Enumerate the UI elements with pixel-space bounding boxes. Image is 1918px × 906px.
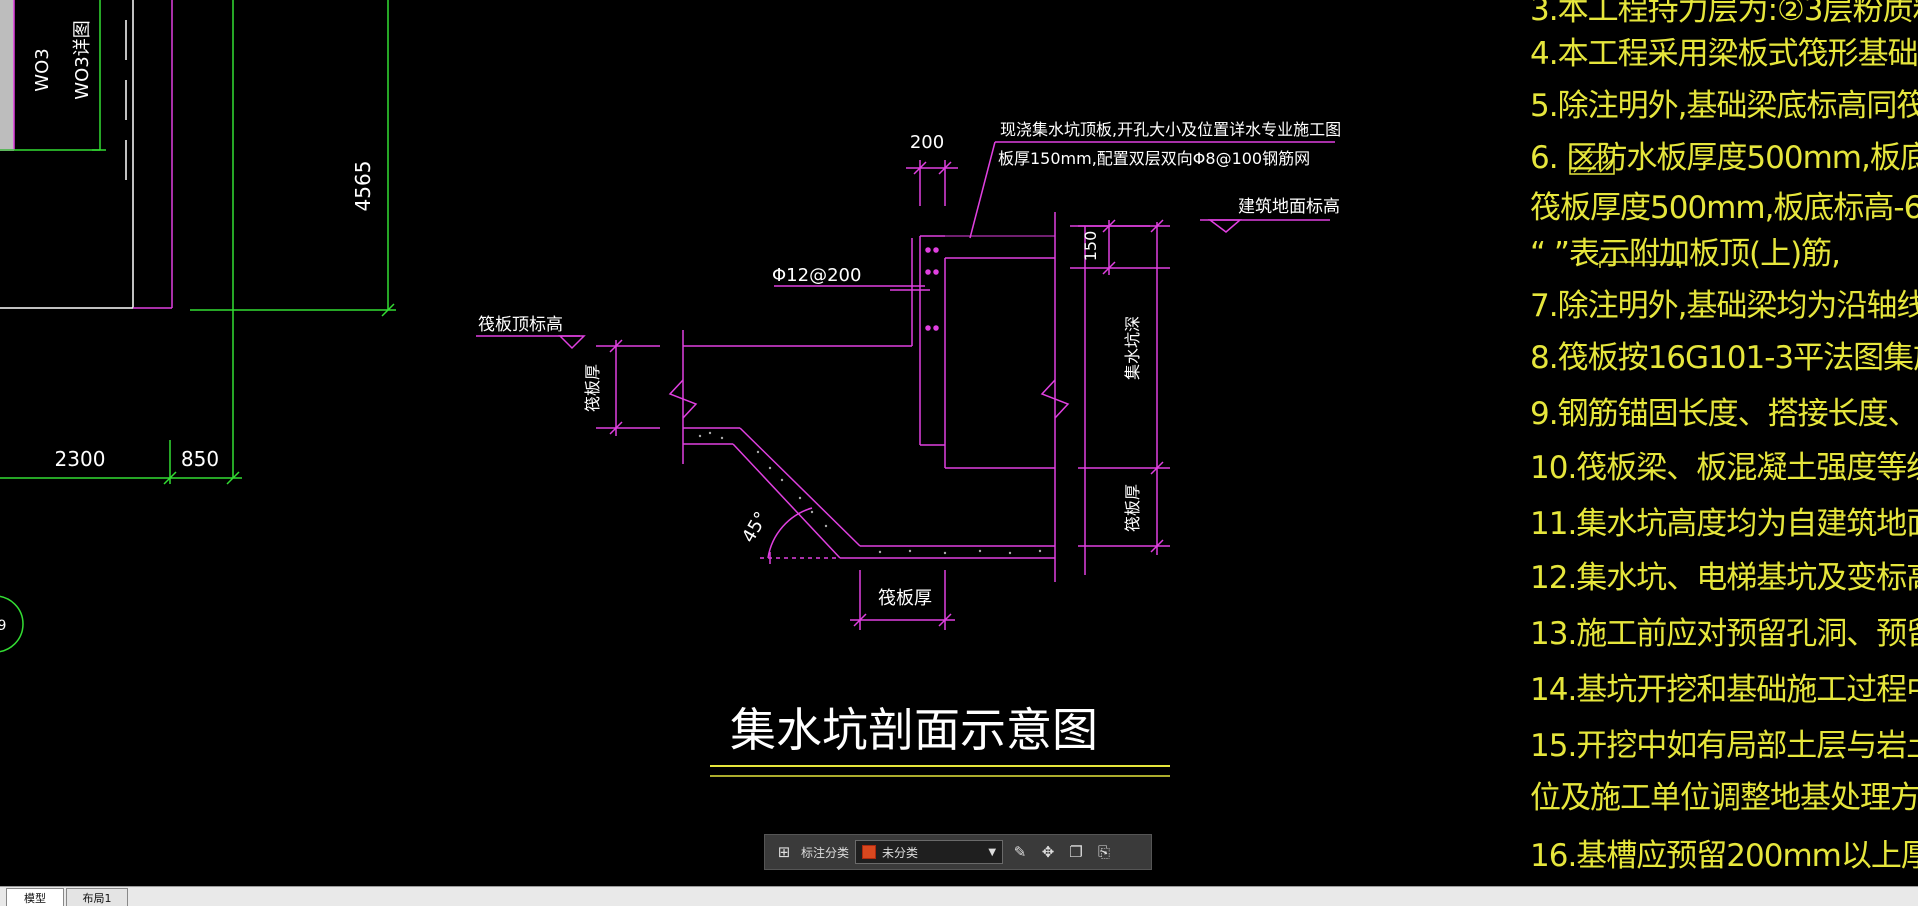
dim-2300: 2300 bbox=[55, 447, 106, 471]
note-4: 4.本工程采用梁板式筏形基础。 bbox=[1530, 36, 1918, 72]
ground-elevation-label: 建筑地面标高 bbox=[1238, 197, 1340, 217]
dim-850: 850 bbox=[181, 447, 219, 471]
concrete-hatch bbox=[698, 431, 1042, 555]
note-16: 16.基槽应预留200mm以上厚度距设计 bbox=[1530, 838, 1918, 874]
raft-thickness-left: 筏板厚 bbox=[583, 364, 602, 412]
note-6b: 筏板厚度500mm,板底标高-6.700 bbox=[1530, 190, 1918, 226]
category-value: 未分类 bbox=[882, 845, 919, 860]
drawing-title: 集水坑剖面示意图 bbox=[730, 703, 1098, 757]
raft-top-elevation-label: 筏板顶标高 bbox=[478, 315, 563, 335]
annotation-toolbar: ⊞ 标注分类 未分类 ▼ ✎ ✥ ❐ ⎘ bbox=[764, 834, 1152, 870]
tab-model[interactable]: 模型 bbox=[6, 888, 64, 906]
note-symbols bbox=[1569, 151, 1681, 268]
note-9: 9.钢筋锚固长度、搭接长度、保护层厚度 bbox=[1530, 396, 1918, 432]
note-6: 6. 区防水板厚度500mm,板底标 bbox=[1530, 140, 1918, 176]
section-note-line2: 板厚150mm,配置双层双向Φ8@100钢筋网 bbox=[998, 149, 1310, 168]
tab-layout1[interactable]: 布局1 bbox=[66, 888, 128, 906]
copy-icon[interactable]: ❐ bbox=[1069, 843, 1083, 861]
dim-200: 200 bbox=[910, 132, 944, 153]
label-wo3-detail: WO3详图 bbox=[72, 20, 93, 99]
move-icon[interactable]: ✥ bbox=[1041, 843, 1055, 861]
angle-label: 45° bbox=[738, 508, 772, 546]
edit-icon[interactable]: ✎ bbox=[1013, 843, 1027, 861]
note-7: 7.除注明外,基础梁均为沿轴线居中或沿柱 bbox=[1530, 288, 1918, 324]
note-8: 8.筏板按16G101-3平法图集施工。 bbox=[1530, 340, 1918, 376]
note-14: 14.基坑开挖和基础施工过程中边坡围护 bbox=[1530, 672, 1918, 708]
category-color-swatch bbox=[862, 845, 877, 859]
note-10: 10.筏板梁、板混凝土强度等级为C30( bbox=[1530, 450, 1918, 486]
note-13: 13.施工前应对预留孔洞、预留套管的位置 bbox=[1530, 616, 1918, 652]
note-5: 5.除注明外,基础梁底标高同筏板底. bbox=[1530, 88, 1918, 124]
dim-4565: 4565 bbox=[351, 161, 375, 212]
raft-thickness-bottom: 筏板厚 bbox=[878, 588, 932, 609]
paste-icon[interactable]: ⎘ bbox=[1098, 843, 1111, 861]
section-note-line1: 现浇集水坑顶板,开孔大小及位置详水专业施工图 bbox=[1000, 120, 1341, 139]
note-15: 15.开挖中如有局部土层与岩土工程勘察 bbox=[1530, 728, 1918, 764]
label-wo3: WO3 bbox=[32, 48, 53, 91]
note-6c: “ ”表示附加板顶(上)筋, bbox=[1530, 236, 1841, 272]
layout-tab-bar: 模型 布局1 bbox=[0, 886, 1918, 906]
note-11: 11.集水坑高度均为自建筑地面算起。 bbox=[1530, 506, 1918, 542]
left-plan-fragment bbox=[0, 0, 396, 653]
note-15b: 位及施工单位调整地基处理方案。 bbox=[1530, 780, 1918, 816]
chevron-down-icon: ▼ bbox=[988, 846, 997, 858]
note-12: 12.集水坑、电梯基坑及变标高板做法见 bbox=[1530, 560, 1918, 596]
toolbar-label: 标注分类 bbox=[801, 845, 850, 860]
raft-thickness-right: 筏板厚 bbox=[1123, 484, 1142, 532]
grid-apps-icon[interactable]: ⊞ bbox=[777, 843, 791, 861]
rebar-label: Φ12@200 bbox=[772, 265, 861, 286]
design-notes: 3.本工程持力层为:②3层粉质粘土,地基 4.本工程采用梁板式筏形基础。 5.除… bbox=[1530, 0, 1918, 890]
axis-bubble-label: 9 bbox=[0, 618, 6, 634]
sump-pit-section bbox=[476, 141, 1335, 630]
category-select[interactable]: 未分类 ▼ bbox=[855, 840, 1004, 864]
pit-depth-label: 集水坑深 bbox=[1123, 316, 1142, 380]
note-3: 3.本工程持力层为:②3层粉质粘土,地基 bbox=[1530, 0, 1918, 28]
dim-150: 150 bbox=[1081, 231, 1100, 262]
